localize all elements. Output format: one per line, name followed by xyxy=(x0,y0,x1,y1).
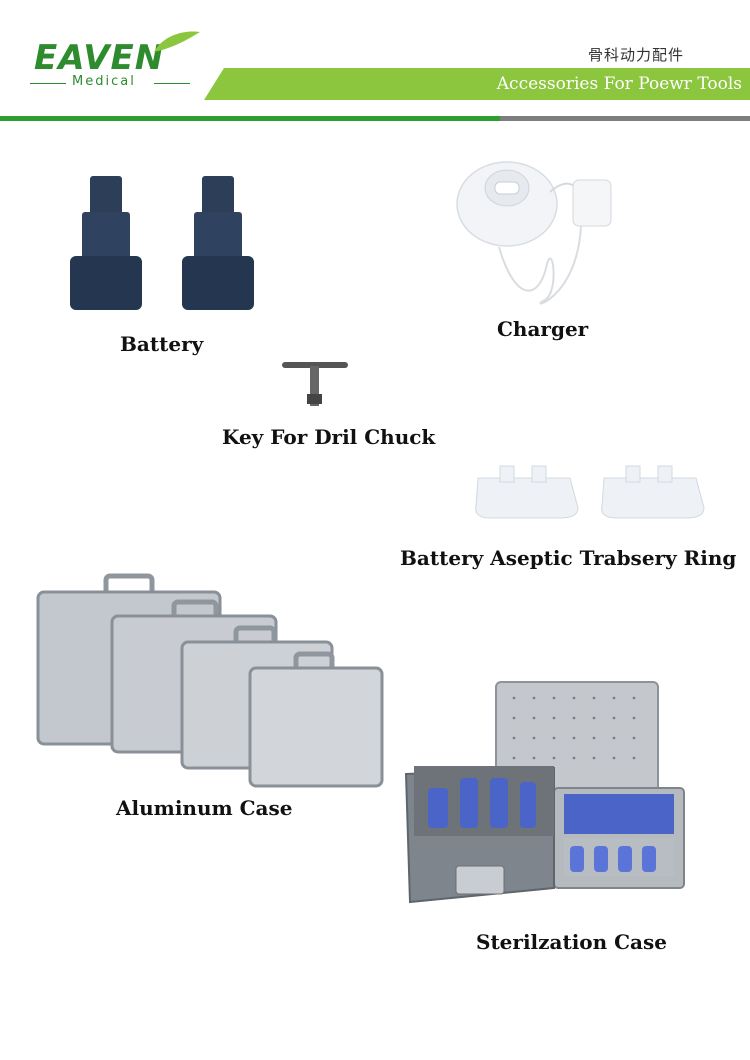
battery-image xyxy=(70,176,254,310)
aseptic-ring-unit xyxy=(475,465,579,519)
header-rule-green xyxy=(0,116,500,121)
aseptic-ring-label: Battery Aseptic Trabsery Ring xyxy=(400,546,737,570)
brand-subtitle: Medical xyxy=(30,74,190,92)
page-title-english: Accessories For Poewr Tools xyxy=(496,74,742,94)
battery-unit xyxy=(182,176,254,310)
aluminum-case-label: Aluminum Case xyxy=(116,796,293,820)
brand-logo: EAVEN xyxy=(34,38,165,78)
page-title-chinese: 骨科动力配件 xyxy=(587,46,684,64)
header-band xyxy=(204,68,750,100)
aluminum-case-image xyxy=(36,573,384,788)
chuck-key-label: Key For Dril Chuck xyxy=(222,425,436,449)
sterilization-case-image xyxy=(404,681,685,904)
leaf-icon xyxy=(154,31,200,52)
aseptic-ring-unit xyxy=(601,465,705,519)
aseptic-ring-image xyxy=(475,465,705,519)
charger-image xyxy=(456,161,612,305)
charger-label: Charger xyxy=(497,317,589,341)
header-rule-gray xyxy=(500,116,750,121)
aluminum-case-small xyxy=(248,651,384,788)
sterilization-case-label: Sterilzation Case xyxy=(476,930,667,954)
chuck-key-image xyxy=(282,362,348,406)
battery-label: Battery xyxy=(120,332,204,356)
battery-unit xyxy=(70,176,142,310)
